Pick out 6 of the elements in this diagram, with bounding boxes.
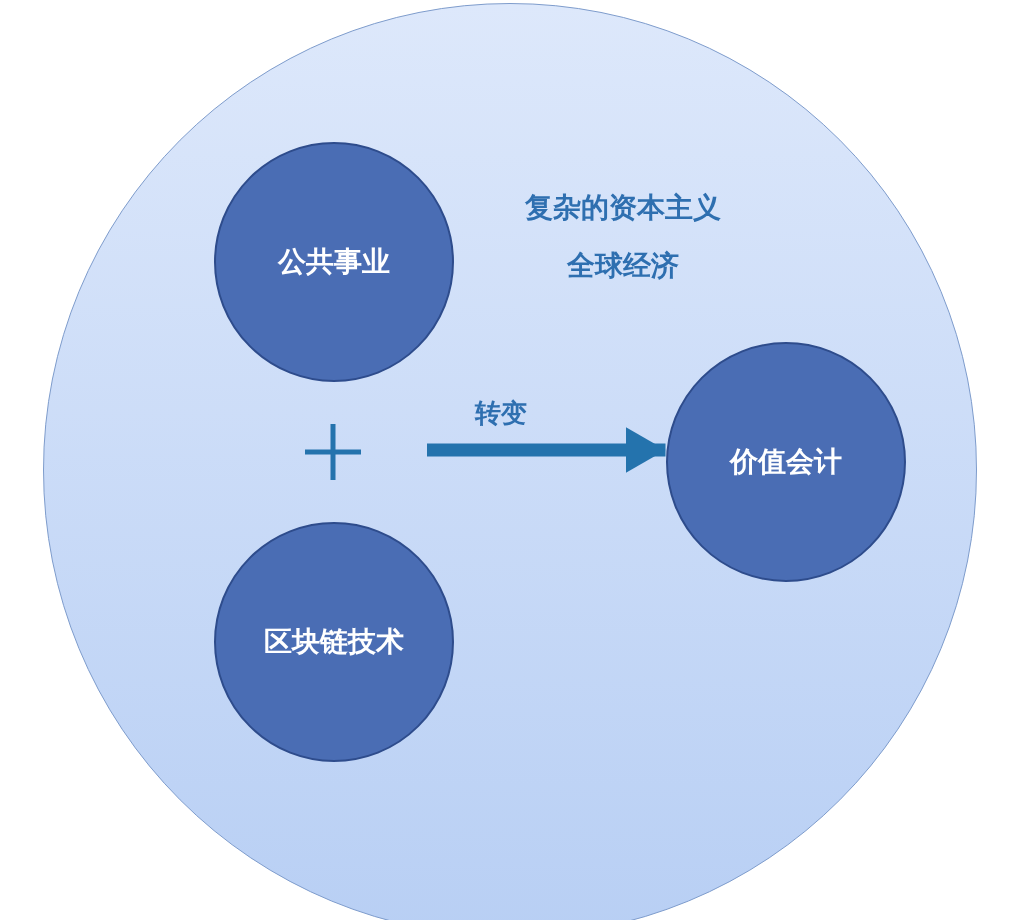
heading: 复杂的资本主义全球经济 (523, 190, 722, 284)
edge-label: 转变 (475, 397, 527, 430)
circle-label: 区块链技术 (264, 624, 404, 660)
circle-label: 价值会计 (730, 444, 842, 480)
circle-label: 公共事业 (278, 244, 390, 280)
arrow (427, 427, 666, 473)
